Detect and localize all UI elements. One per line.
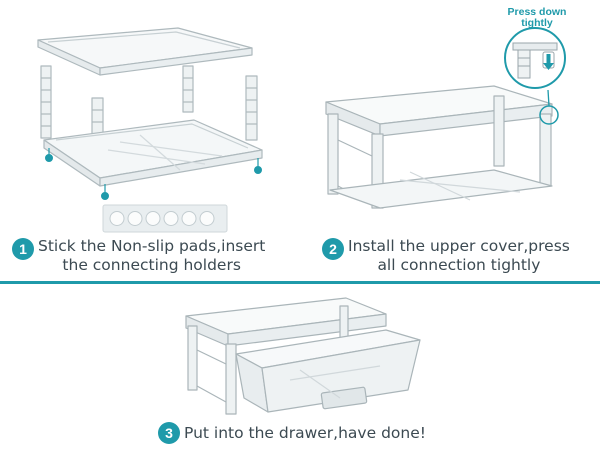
step-3-text: Put into the drawer,have done!	[184, 424, 426, 443]
step-3-line-1: Put into the drawer,have done!	[184, 424, 426, 443]
step-3-caption: 3 Put into the drawer,have done!	[158, 424, 458, 444]
step-3-badge: 3	[158, 422, 180, 444]
